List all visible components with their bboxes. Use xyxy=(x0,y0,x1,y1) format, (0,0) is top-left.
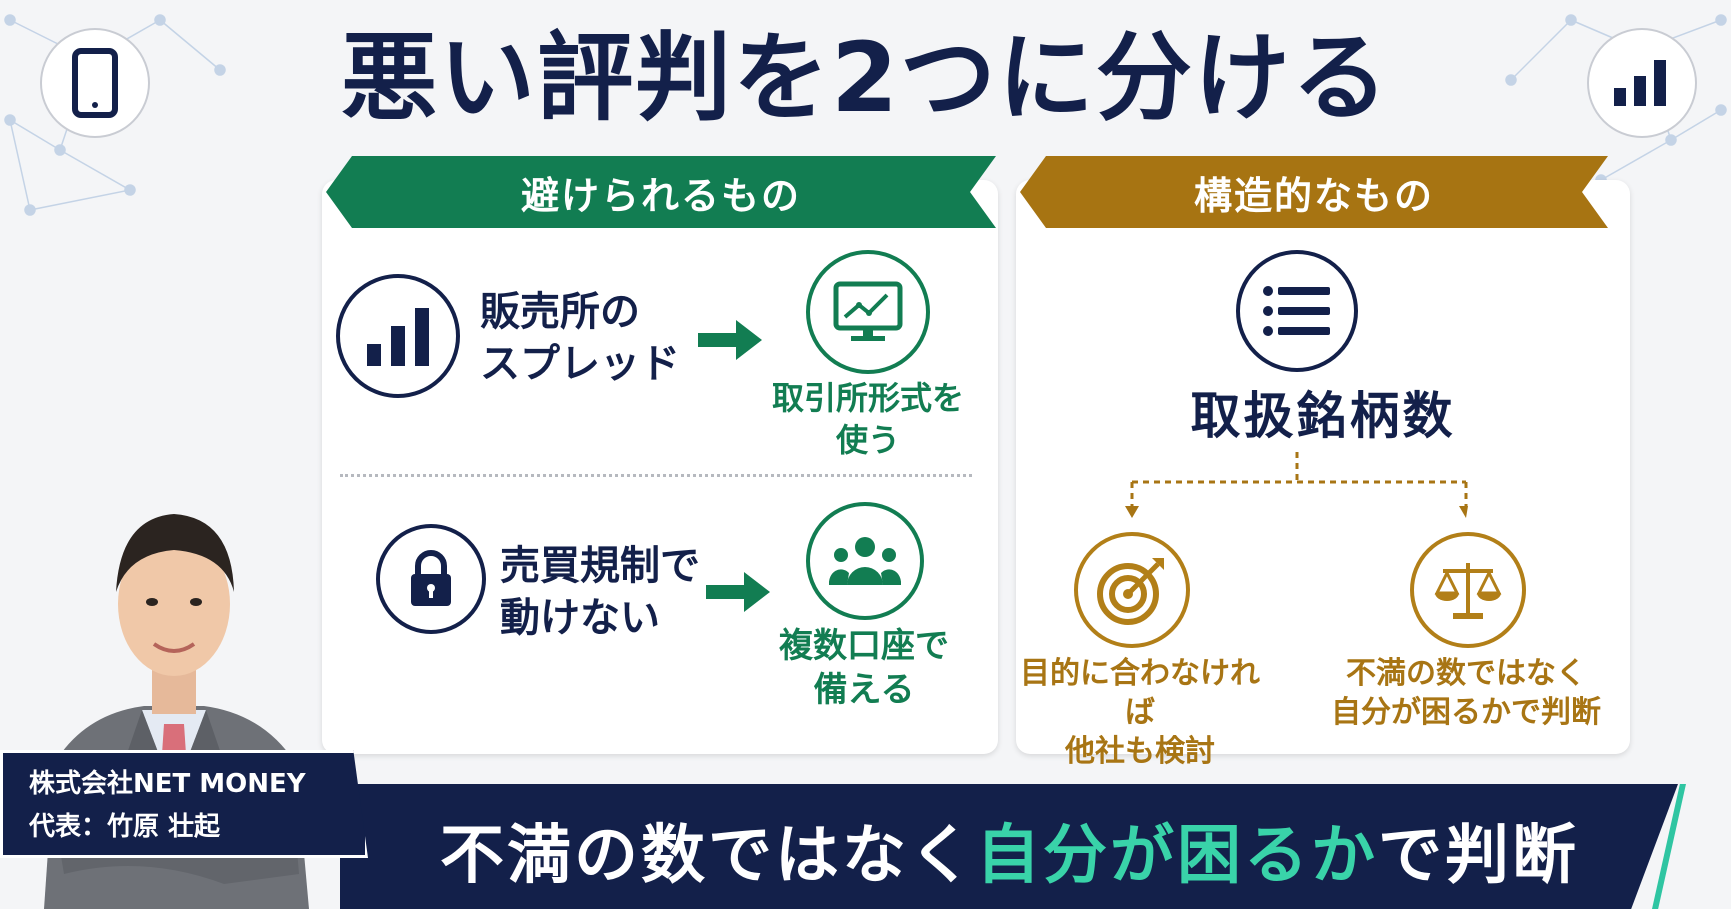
branch2-text: 不満の数ではなく 自分が困るかで判断 xyxy=(1316,654,1616,732)
branch1-line1: 目的に合わなければ xyxy=(1020,656,1260,730)
center-label: 取扱銘柄数 xyxy=(1190,387,1456,445)
bottom-banner-part2: で判断 xyxy=(1378,818,1579,893)
spread-problem-line2: スプレッド xyxy=(480,341,680,387)
bottom-banner-text: 不満の数ではなく自分が困るかで判断 xyxy=(440,790,1640,909)
section-divider xyxy=(340,474,972,477)
bottom-banner xyxy=(340,784,1678,909)
branch1-text: 目的に合わなければ 他社も検討 xyxy=(1010,654,1270,771)
restriction-problem-line1: 売買規制で xyxy=(500,543,700,589)
smartphone-icon xyxy=(40,28,150,138)
restriction-solution-text: 複数口座で 備える xyxy=(764,624,964,712)
scale-icon xyxy=(1410,532,1526,648)
list-icon xyxy=(1236,250,1358,372)
target-icon xyxy=(1074,532,1190,648)
branch-connector xyxy=(1125,452,1468,518)
page-title: 悪い評判を2つに分ける xyxy=(341,22,1390,134)
presenter-caption: 株式会社NET MONEY 代表：竹原 壮起 xyxy=(0,750,368,858)
spread-solution-line2: 使う xyxy=(835,420,900,459)
restriction-solution-line1: 複数口座で xyxy=(779,626,949,666)
branch1-line2: 他社も検討 xyxy=(1065,734,1215,769)
restriction-problem-line2: 動けない xyxy=(500,595,660,641)
arrow-right-icon xyxy=(706,572,770,612)
spread-problem-text: 販売所の スプレッド xyxy=(480,286,680,390)
restriction-problem-text: 売買規制で 動けない xyxy=(500,540,700,644)
group-icon xyxy=(806,502,924,620)
arrow-right-icon xyxy=(698,320,762,360)
structural-header: 構造的なもの xyxy=(1020,156,1608,228)
signal-bars-icon xyxy=(1587,28,1697,138)
bottom-banner-part1: 不満の数ではなく xyxy=(440,818,976,893)
bar-chart-icon xyxy=(336,274,460,398)
presenter-role-name: 代表：竹原 壮起 xyxy=(29,811,221,842)
spread-problem-line1: 販売所の xyxy=(480,289,640,335)
branch2-line1: 不満の数ではなく xyxy=(1346,656,1586,691)
bottom-banner-highlight: 自分が困るか xyxy=(976,818,1378,893)
branch2-line2: 自分が困るかで判断 xyxy=(1331,695,1601,730)
lock-icon xyxy=(376,524,486,634)
presenter-company: 株式会社NET MONEY xyxy=(29,769,306,799)
restriction-solution-line2: 備える xyxy=(813,670,915,711)
monitor-chart-icon xyxy=(806,250,930,374)
spread-solution-text: 取引所形式を 使う xyxy=(760,378,976,461)
spread-solution-line1: 取引所形式を xyxy=(771,379,964,417)
avoidable-header: 避けられるもの xyxy=(326,156,996,228)
